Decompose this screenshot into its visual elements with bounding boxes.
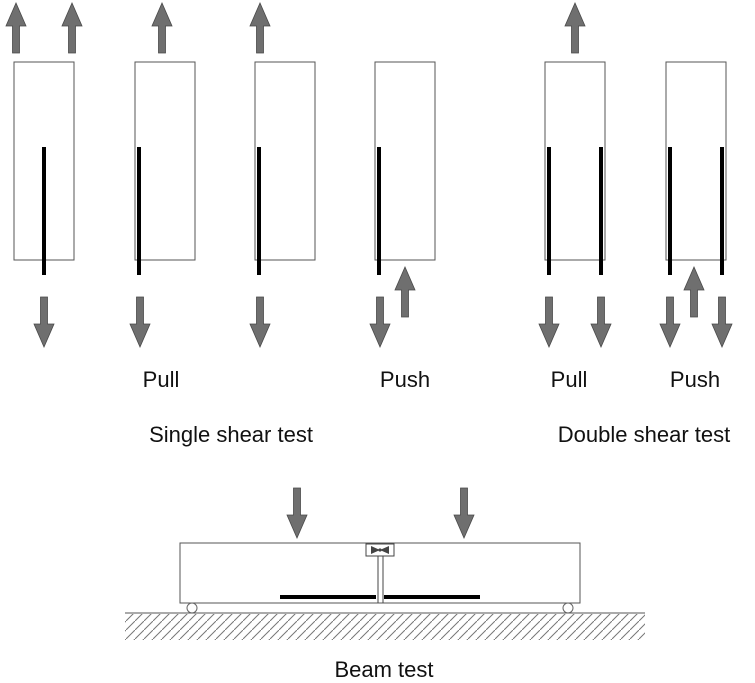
frp-strip	[42, 147, 46, 275]
frp-strip	[257, 147, 261, 275]
arrow-icon	[564, 1, 586, 54]
arrow-icon	[683, 265, 705, 318]
arrow-icon	[659, 296, 681, 349]
double-push-specimen	[659, 61, 733, 349]
hinge-icon	[365, 543, 395, 603]
single-shear-title: Single shear test	[149, 422, 313, 447]
hatched-ground-icon	[125, 612, 645, 640]
beam-body	[179, 542, 581, 604]
single-shear-group: Pull Push Single shear test	[5, 1, 436, 447]
beam-test-title: Beam test	[334, 657, 433, 682]
frp-strip	[599, 147, 603, 275]
arrow-icon	[369, 296, 391, 349]
arrow-icon	[590, 296, 612, 349]
single-push-specimen	[369, 61, 436, 349]
arrow-icon	[151, 1, 173, 54]
single-pull-specimen-2	[129, 1, 196, 349]
frp-strip	[384, 595, 480, 599]
beam-test-group: Beam test	[125, 487, 645, 682]
arrow-icon	[249, 1, 271, 54]
double-shear-group: Pull Push Double shear test	[538, 1, 733, 447]
arrow-icon	[711, 296, 733, 349]
frp-strip	[547, 147, 551, 275]
frp-strip	[137, 147, 141, 275]
single-push-label: Push	[380, 367, 430, 392]
arrow-icon	[61, 1, 83, 54]
frp-strip	[280, 595, 376, 599]
double-pull-specimen	[538, 1, 612, 349]
double-push-label: Push	[670, 367, 720, 392]
frp-strip	[668, 147, 672, 275]
double-pull-label: Pull	[551, 367, 588, 392]
arrow-icon	[129, 296, 151, 349]
frp-strip	[720, 147, 724, 275]
arrow-icon	[394, 265, 416, 318]
concrete-block	[665, 61, 727, 261]
roller-support-icon	[562, 602, 574, 614]
concrete-block	[254, 61, 316, 261]
arrow-icon	[538, 296, 560, 349]
single-pull-specimen-3	[249, 1, 316, 349]
frp-strip	[377, 147, 381, 275]
arrow-icon	[33, 296, 55, 349]
single-pull-label: Pull	[143, 367, 180, 392]
double-shear-title: Double shear test	[558, 422, 730, 447]
roller-support-icon	[186, 602, 198, 614]
single-pull-specimen-1	[5, 1, 83, 349]
concrete-block	[544, 61, 606, 261]
concrete-block	[374, 61, 436, 261]
arrow-icon	[286, 487, 308, 540]
arrow-icon	[249, 296, 271, 349]
arrow-icon	[5, 1, 27, 54]
concrete-block	[134, 61, 196, 261]
arrow-icon	[453, 487, 475, 540]
